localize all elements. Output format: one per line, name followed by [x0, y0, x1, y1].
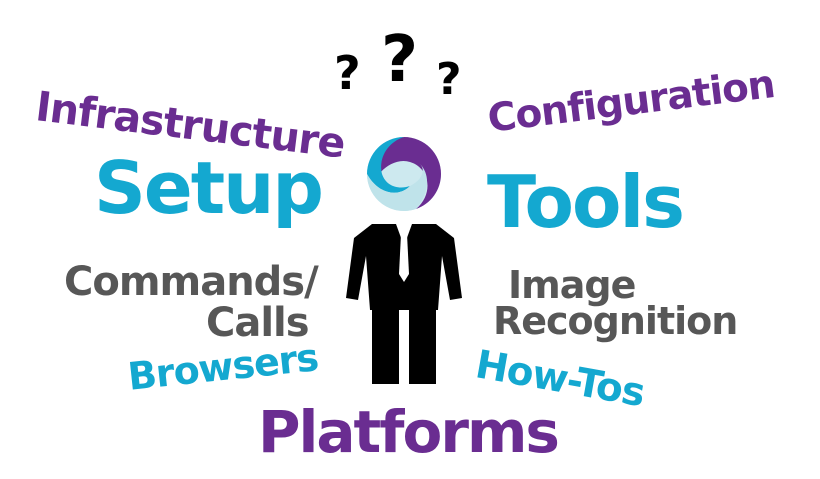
word-image: Image [508, 263, 636, 307]
word-configuration: Configuration [485, 62, 777, 142]
word-calls: Calls [206, 300, 310, 346]
person-figure-icon [346, 137, 462, 384]
word-recognition: Recognition [493, 299, 738, 343]
suit-body [346, 224, 462, 384]
word-tools: Tools [487, 160, 685, 244]
question-mark-icon: ? [334, 46, 361, 100]
word-setup: Setup [94, 146, 324, 230]
logo-head-icon [367, 137, 441, 211]
question-mark-icon: ? [436, 54, 462, 105]
word-browsers: Browsers [125, 335, 320, 399]
word-platforms: Platforms [258, 398, 560, 466]
word-commands: Commands/ [64, 259, 319, 305]
question-mark-icon: ? [381, 23, 419, 97]
